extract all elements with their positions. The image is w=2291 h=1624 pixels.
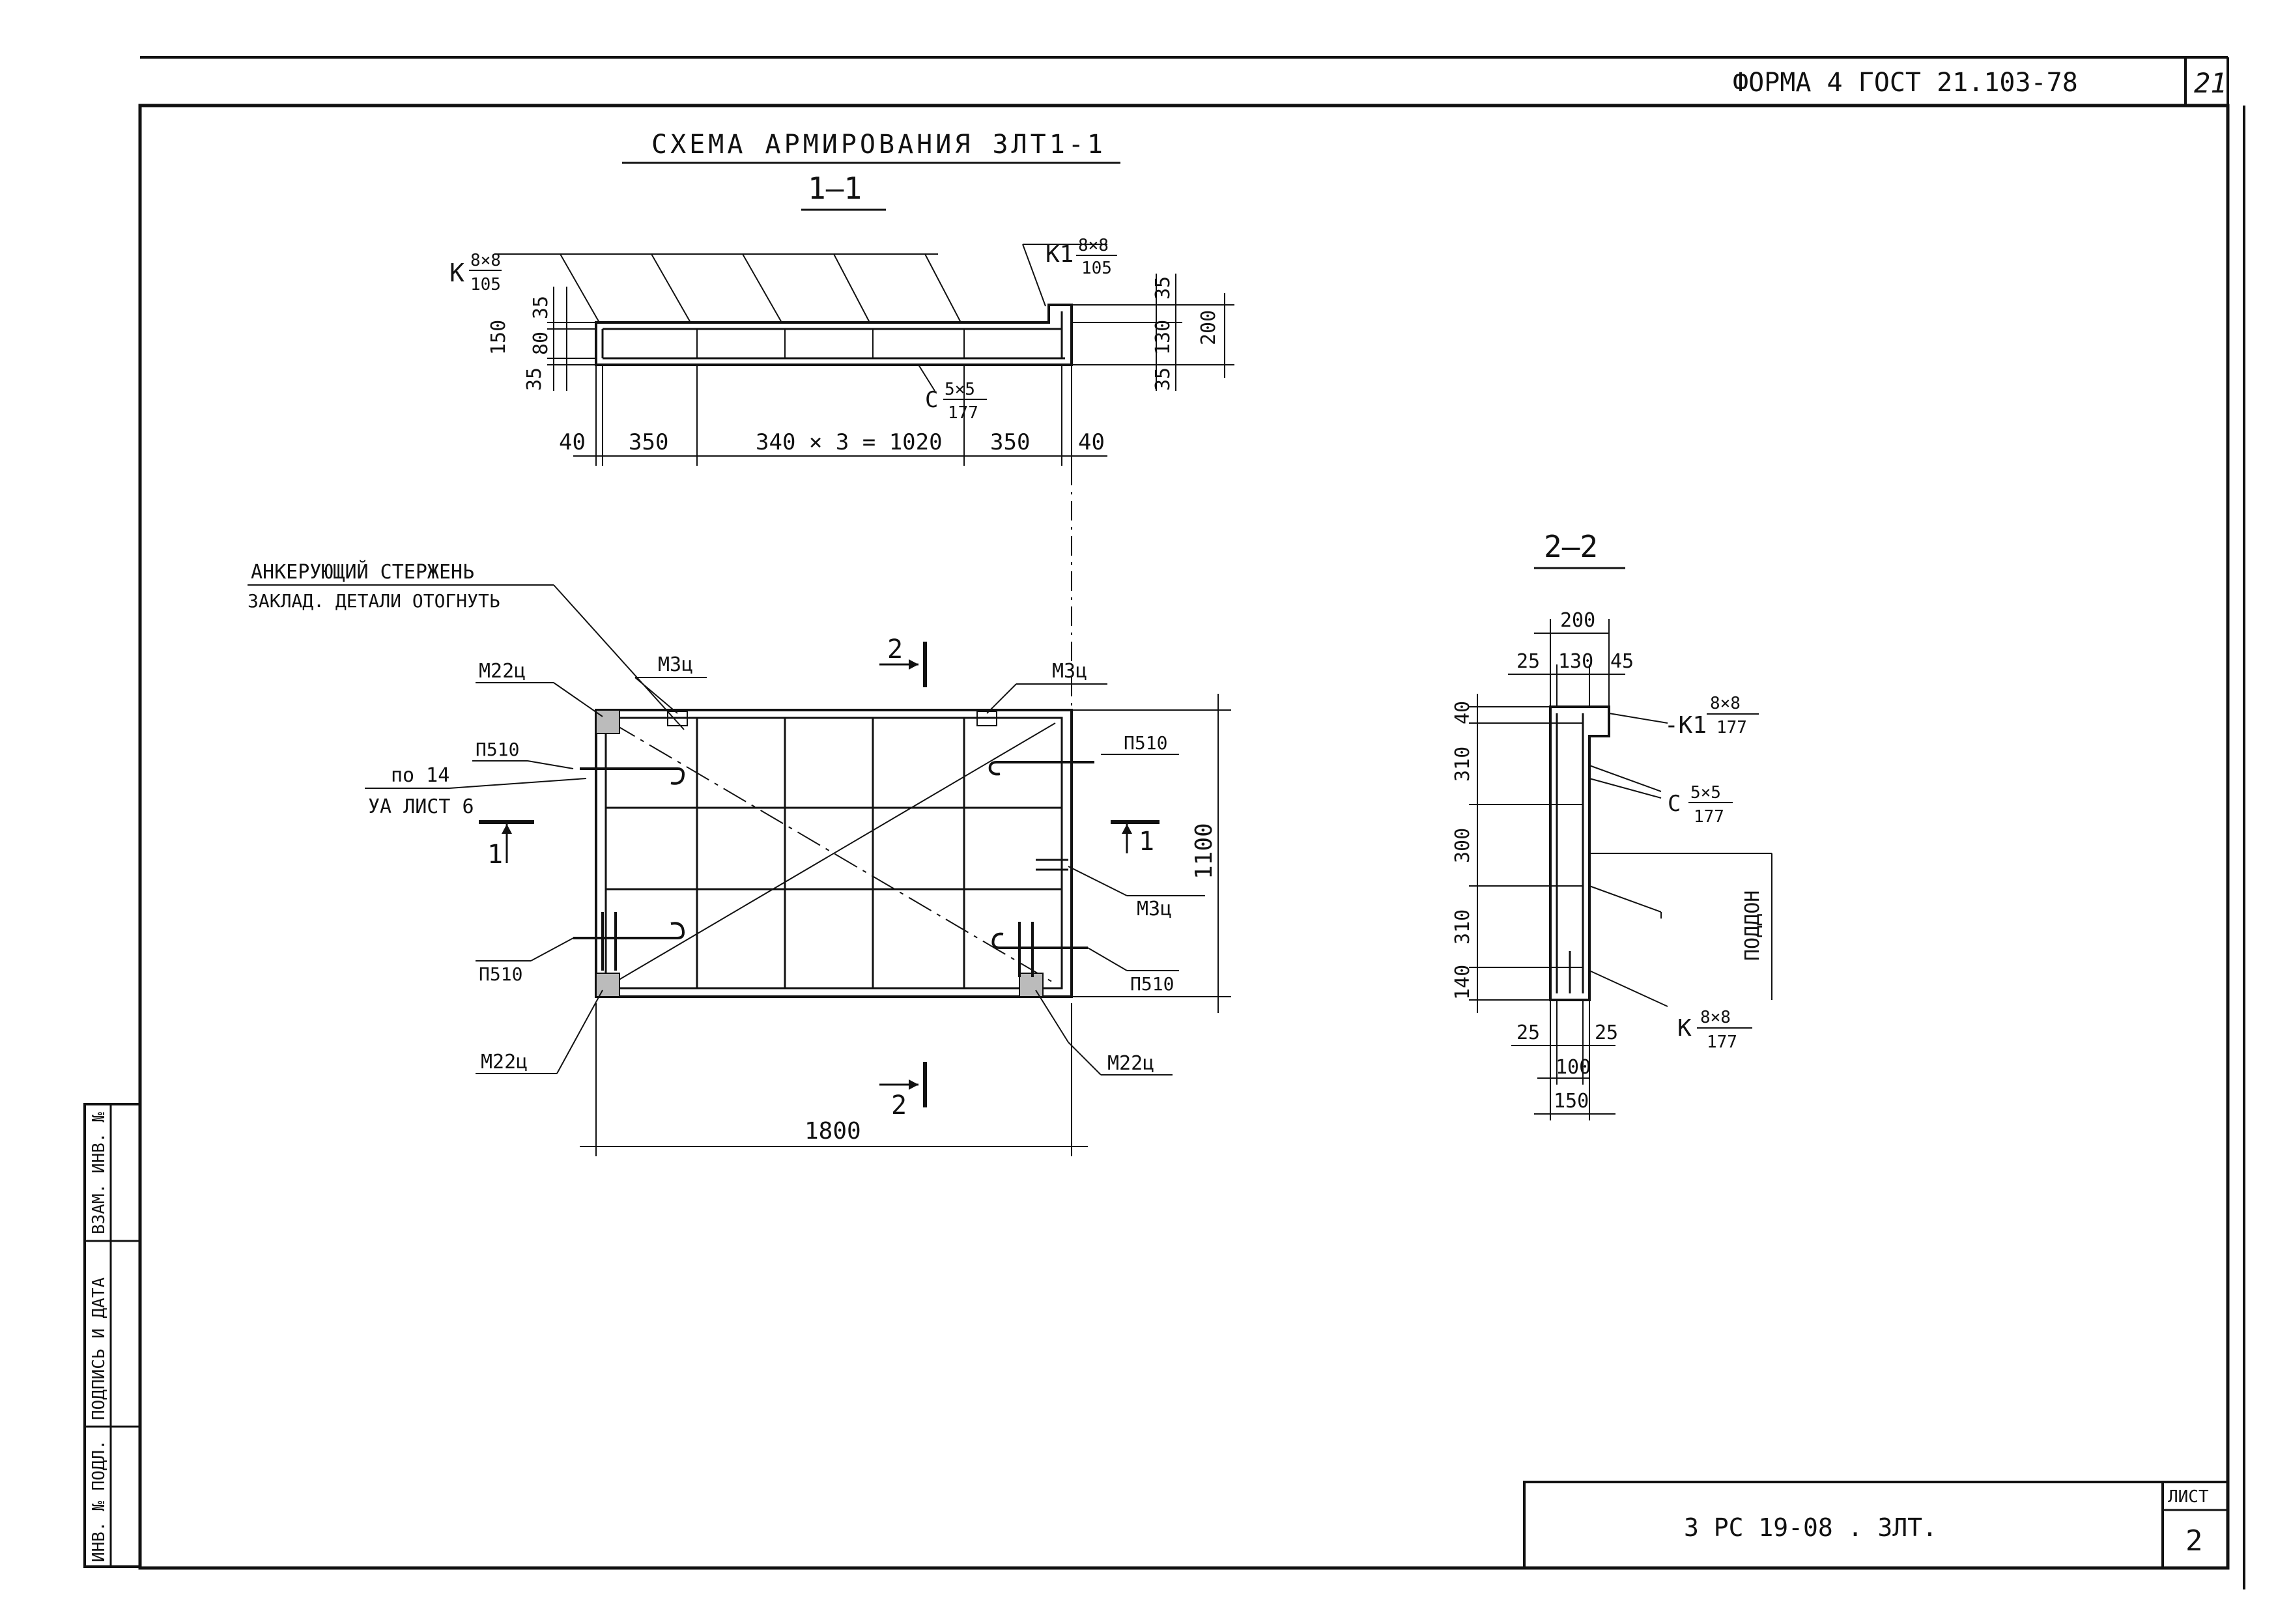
k-frame-denominator: 105 (470, 275, 501, 294)
s2-k1-prefix: -К1 (1664, 712, 1707, 739)
anchor-note-line-2: ЗАКЛАД. ДЕТАЛИ ОТОГНУТЬ (248, 590, 500, 612)
plan-width-dim: 1800 (804, 1118, 861, 1145)
label-pb-bottom-right: П510 (1130, 973, 1174, 995)
s2-top-dim-3: 130 (1558, 650, 1593, 673)
s2-left-dim-1: 40 (1451, 701, 1474, 724)
plan-view: АНКЕРУЮЩИЙ СТЕРЖЕНЬ ЗАКЛАД. ДЕТАЛИ ОТОГН… (248, 560, 1231, 1156)
label-pb-top-left: П510 (476, 739, 519, 760)
page-number: 21 (2194, 67, 2227, 99)
s2-k-prefix: К (1677, 1015, 1692, 1042)
label-m22-bottom-left: М22ц (481, 1051, 528, 1074)
ref-note-line-1: по 14 (391, 764, 449, 787)
s2-left-dim-5: 140 (1451, 965, 1474, 1000)
section-1-1: К 8×8 105 К1 8×8 105 С 5×5 177 35 150 80… (449, 236, 1234, 466)
side-stamp-field-1: ВЗАМ. ИНВ. № (89, 1112, 109, 1234)
ref-note-line-2: УА ЛИСТ 6 (368, 795, 474, 818)
s1-bottom-dim-5: 40 (1078, 429, 1105, 455)
s1-bottom-dim-2: 350 (629, 429, 668, 455)
label-m3-right: М3ц (1137, 898, 1172, 920)
s2-side-note: ПОДДОН (1741, 890, 1764, 961)
header: ФОРМА 4 ГОСТ 21.103-78 21 (1733, 67, 2227, 99)
drawing-title-group: СХЕМА АРМИРОВАНИЯ 3ЛТ1-1 1—1 (622, 130, 1120, 211)
s1-right-dim-4: 35 (1152, 367, 1174, 391)
side-stamp: ВЗАМ. ИНВ. № ПОДПИСЬ И ДАТА ИНВ. № ПОДЛ. (83, 1103, 141, 1568)
s2-top-dim-1: 200 (1560, 609, 1595, 632)
s1-bottom-dim-1: 40 (559, 429, 586, 455)
anchor-note-line-1: АНКЕРУЮЩИЙ СТЕРЖЕНЬ (251, 560, 474, 584)
s2-left-dim-3: 300 (1451, 828, 1474, 863)
k-frame-prefix: К (449, 259, 464, 287)
label-pb-bottom-left: П510 (479, 963, 522, 985)
cut-1-left-label: 1 (487, 840, 503, 870)
drawing-title: СХЕМА АРМИРОВАНИЯ 3ЛТ1-1 (651, 130, 1106, 160)
s2-bottom-dim-3: 100 (1556, 1056, 1591, 1079)
label-pb-top-right: П510 (1124, 732, 1167, 754)
label-m22-bottom-right: М22ц (1107, 1052, 1154, 1075)
side-stamp-field-2: ПОДПИСЬ И ДАТА (89, 1277, 109, 1420)
side-stamp-field-3: ИНВ. № ПОДЛ. (89, 1440, 109, 1562)
s2-bottom-dim-4: 150 (1554, 1090, 1589, 1113)
s2-c-mesh-prefix: С (1668, 791, 1681, 817)
s1-left-dim-1: 35 (530, 296, 552, 319)
s1-bottom-dim-4: 350 (990, 429, 1030, 455)
cut-1-right-label: 1 (1139, 827, 1154, 857)
sheet-label: ЛИСТ (2168, 1487, 2209, 1507)
k1-frame-numerator: 8×8 (1078, 236, 1109, 255)
s2-k-denominator: 177 (1707, 1033, 1737, 1052)
k1-frame-prefix: К1 (1046, 241, 1074, 268)
title-block: 3 РС 19-08 . 3ЛТ. ЛИСТ 2 (1523, 1481, 2229, 1569)
drawing-frame (138, 56, 2245, 1589)
section-1-label: 1—1 (808, 171, 862, 206)
s1-right-dim-3: 200 (1197, 310, 1220, 345)
section-2-2: 2—2 200 25 130 45 40 310 300 310 140 (1451, 529, 1772, 1120)
c-mesh-numerator: 5×5 (945, 380, 975, 399)
label-m3-top-right: М3ц (1052, 660, 1087, 683)
label-m3-top-left: М3ц (658, 653, 693, 676)
plan-height-dim: 1100 (1191, 823, 1217, 879)
k-frame-numerator: 8×8 (470, 251, 501, 270)
s1-right-dim-2: 130 (1152, 320, 1174, 355)
s2-top-dim-2: 25 (1516, 650, 1540, 673)
cut-2-top-label: 2 (887, 634, 903, 664)
c-mesh-prefix: С (925, 387, 938, 413)
s2-top-dim-4: 45 (1610, 650, 1634, 673)
cut-2-bottom-label: 2 (891, 1090, 907, 1120)
k1-frame-denominator: 105 (1081, 259, 1112, 278)
designation: 3 РС 19-08 . 3ЛТ. (1684, 1513, 1937, 1542)
s2-c-mesh-denominator: 177 (1694, 807, 1724, 827)
s2-bottom-dim-2: 25 (1595, 1021, 1618, 1044)
s1-left-dim-3: 80 (530, 332, 552, 355)
c-mesh-denominator: 177 (948, 403, 978, 423)
section-2-label: 2—2 (1544, 529, 1598, 564)
s1-right-dim-1: 35 (1152, 276, 1174, 300)
sheet-number: 2 (2185, 1524, 2203, 1558)
s2-left-dim-4: 310 (1451, 909, 1474, 945)
s1-left-dim-4: 35 (523, 367, 546, 391)
s2-bottom-dim-1: 25 (1516, 1021, 1540, 1044)
s2-k-numerator: 8×8 (1700, 1008, 1731, 1027)
label-m22-top-left: М22ц (479, 660, 526, 683)
s1-left-dim-2: 150 (487, 320, 510, 355)
s2-k1-numerator: 8×8 (1710, 694, 1741, 713)
s2-k1-denominator: 177 (1716, 718, 1747, 737)
s2-c-mesh-numerator: 5×5 (1690, 783, 1721, 803)
s1-bottom-dim-3: 340 × 3 = 1020 (756, 429, 943, 455)
s2-left-dim-2: 310 (1451, 747, 1474, 782)
form-label: ФОРМА 4 ГОСТ 21.103-78 (1733, 68, 2078, 98)
